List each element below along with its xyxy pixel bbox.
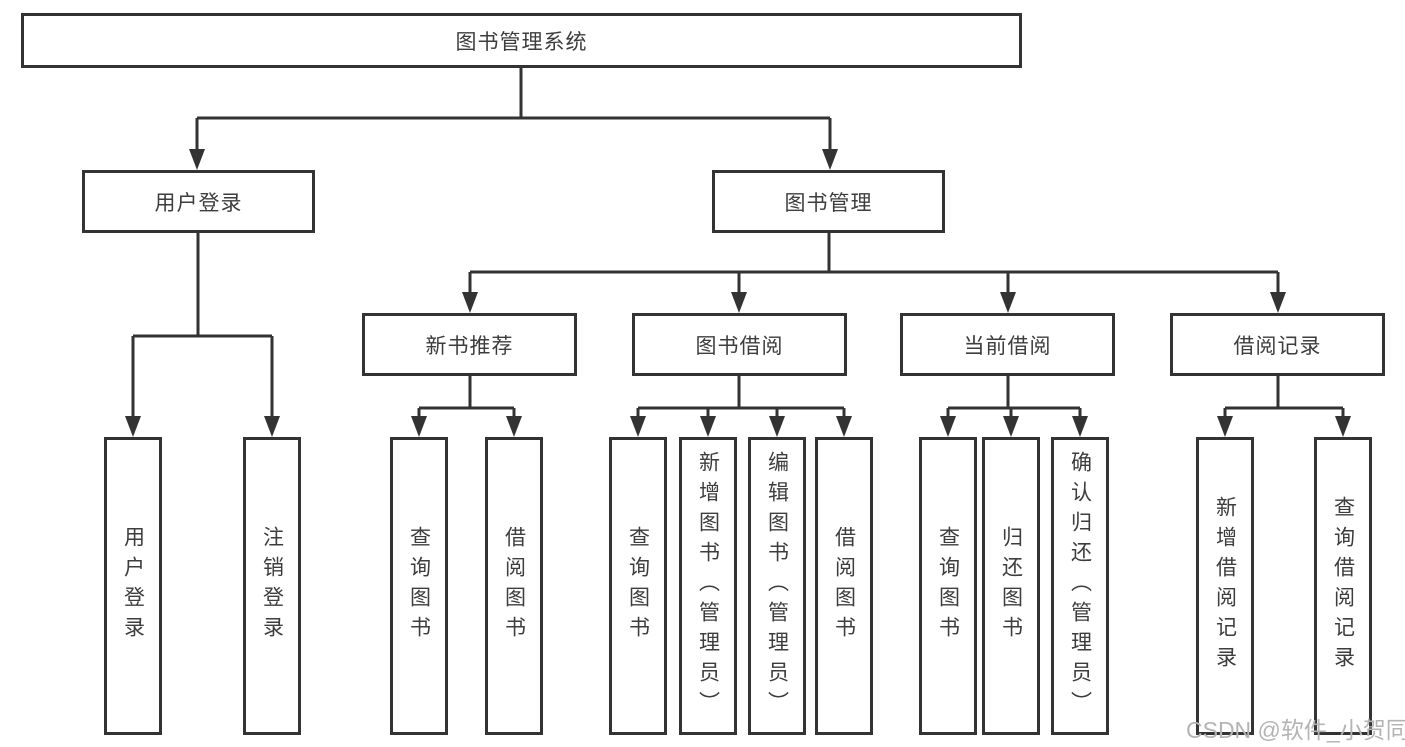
leaf-borrow-book-recommend: 借阅图书 xyxy=(485,437,543,735)
leaf-label: 查询图书 xyxy=(626,526,650,646)
leaf-add-book-admin: 新增图书（管理员） xyxy=(679,437,737,735)
node-label: 借阅记录 xyxy=(1233,334,1322,358)
leaf-label: 用户登录 xyxy=(121,526,145,646)
node-user-login: 用户登录 xyxy=(82,170,315,233)
leaf-label: 编辑图书（管理员） xyxy=(765,451,789,721)
leaf-label: 查询图书 xyxy=(407,526,431,646)
leaf-user-login: 用户登录 xyxy=(104,437,162,735)
node-new-book-recommend: 新书推荐 xyxy=(362,313,577,376)
node-label: 当前借阅 xyxy=(963,334,1052,358)
node-label: 图书管理系统 xyxy=(455,30,588,54)
leaf-edit-book-admin: 编辑图书（管理员） xyxy=(748,437,806,735)
leaf-label: 注销登录 xyxy=(260,526,284,646)
leaf-return-book: 归还图书 xyxy=(982,437,1040,735)
leaf-label: 确认归还（管理员） xyxy=(1068,451,1092,721)
node-label: 新书推荐 xyxy=(425,334,514,358)
leaf-query-book-borrow: 查询图书 xyxy=(609,437,667,735)
node-library-management-system: 图书管理系统 xyxy=(21,13,1022,68)
leaf-label: 借阅图书 xyxy=(502,526,526,646)
leaf-label: 归还图书 xyxy=(999,526,1023,646)
node-current-borrow: 当前借阅 xyxy=(900,313,1115,376)
node-label: 用户登录 xyxy=(154,191,243,215)
node-book-management: 图书管理 xyxy=(712,170,945,233)
leaf-label: 新增借阅记录 xyxy=(1213,496,1237,676)
leaf-borrow-book: 借阅图书 xyxy=(815,437,873,735)
node-label: 图书管理 xyxy=(784,191,873,215)
leaf-label: 查询图书 xyxy=(936,526,960,646)
leaf-query-book-recommend: 查询图书 xyxy=(390,437,448,735)
leaf-add-borrow-record: 新增借阅记录 xyxy=(1196,437,1254,735)
csdn-watermark: CSDN @软件_小贺同学 xyxy=(1186,717,1405,743)
leaf-confirm-return-admin: 确认归还（管理员） xyxy=(1051,437,1109,735)
node-book-borrow: 图书借阅 xyxy=(632,313,847,376)
leaf-query-borrow-record: 查询借阅记录 xyxy=(1314,437,1372,735)
leaf-label: 查询借阅记录 xyxy=(1331,496,1355,676)
leaf-query-book-current: 查询图书 xyxy=(919,437,977,735)
leaf-label: 新增图书（管理员） xyxy=(696,451,720,721)
node-label: 图书借阅 xyxy=(695,334,784,358)
node-borrow-records: 借阅记录 xyxy=(1170,313,1385,376)
leaf-label: 借阅图书 xyxy=(832,526,856,646)
leaf-logout: 注销登录 xyxy=(243,437,301,735)
arrowhead-icons xyxy=(125,149,1351,437)
